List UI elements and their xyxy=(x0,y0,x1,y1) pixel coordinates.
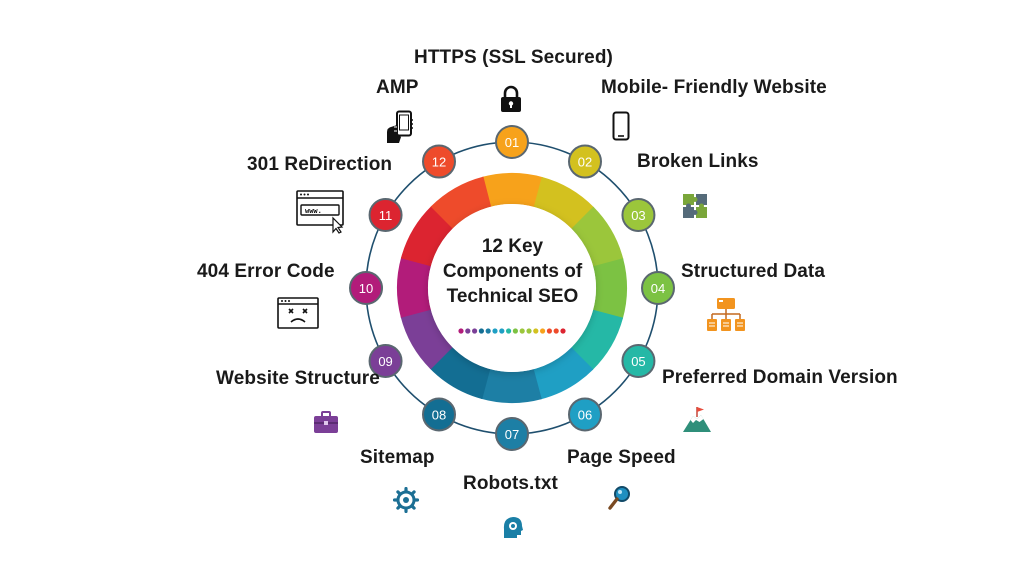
badge-02: 02 xyxy=(568,144,602,179)
badge-09: 09 xyxy=(368,344,403,378)
label-broken-links: Broken Links xyxy=(637,151,759,172)
badge-circle xyxy=(568,397,602,432)
badge-circle xyxy=(568,144,602,179)
badge-04: 04 xyxy=(641,271,675,305)
wheel-segment-12 xyxy=(430,176,492,229)
center-dot xyxy=(478,328,484,334)
center-dot xyxy=(526,328,532,334)
badge-07: 07 xyxy=(495,417,529,451)
badge-circle xyxy=(495,125,529,159)
center-dot xyxy=(512,328,519,334)
label-301-redirection: 301 ReDirection xyxy=(247,154,393,175)
magnifier-icon xyxy=(608,486,630,510)
badge-circle xyxy=(621,198,656,232)
badge-06: 06 xyxy=(568,397,602,432)
wheel-segment-11 xyxy=(400,205,454,267)
wheel-segment-10 xyxy=(397,257,432,318)
label-structured-data: Structured Data xyxy=(681,261,826,282)
badge-number: 02 xyxy=(578,155,592,170)
number-badges: 01 02 03 04 05 06 07 08 09 10 11 12 xyxy=(349,125,675,451)
badge-number: 03 xyxy=(631,208,645,223)
badge-number: 01 xyxy=(505,135,519,150)
mountain-flag-icon xyxy=(683,407,711,432)
error-browser-icon xyxy=(277,297,319,329)
center-dot xyxy=(546,328,553,334)
mobile-phone-icon xyxy=(612,111,630,141)
wheel-segment-03 xyxy=(571,206,624,268)
center-dot xyxy=(533,328,539,334)
center-dot xyxy=(492,328,498,334)
badge-circle xyxy=(621,344,656,378)
badge-circle xyxy=(349,271,383,305)
center-dot-line xyxy=(458,328,566,334)
wheel-segment-09 xyxy=(400,308,453,370)
briefcase-icon xyxy=(314,411,338,433)
badge-number: 07 xyxy=(505,427,519,442)
label-amp: AMP xyxy=(376,77,419,98)
badge-number: 06 xyxy=(578,407,592,422)
label-page-speed: Page Speed xyxy=(567,447,676,468)
label-mobile-friendly: Mobile- Friendly Website xyxy=(601,77,827,98)
badge-number: 12 xyxy=(432,155,446,170)
wheel-segment-05 xyxy=(570,309,624,371)
center-dot xyxy=(458,328,464,334)
title-line-3: Technical SEO xyxy=(446,286,579,307)
wheel-segment-01 xyxy=(482,173,543,208)
center-dot xyxy=(485,328,491,334)
badge-number: 11 xyxy=(379,208,393,223)
wheel-segment-08 xyxy=(429,346,491,400)
center-dot xyxy=(465,328,471,334)
wheel-segment-02 xyxy=(533,176,595,230)
badge-11: 11 xyxy=(368,198,403,232)
badge-08: 08 xyxy=(422,397,456,432)
badge-circle xyxy=(368,198,403,232)
center-dot xyxy=(553,328,559,334)
label-website-structure: Website Structure xyxy=(216,368,380,389)
label-sitemap: Sitemap xyxy=(360,447,435,468)
center-dot xyxy=(506,328,512,334)
wheel-segment-06 xyxy=(532,347,594,400)
badge-circle xyxy=(422,144,456,179)
label-robots: Robots.txt xyxy=(463,473,558,494)
badge-circle xyxy=(368,344,403,378)
label-404-error: 404 Error Code xyxy=(197,261,335,282)
center-dot xyxy=(560,328,566,334)
center-dot xyxy=(519,328,525,334)
sitemap-hierarchy-icon xyxy=(707,298,745,331)
center-dot xyxy=(499,328,505,334)
lock-icon xyxy=(501,85,521,112)
badge-05: 05 xyxy=(621,344,656,378)
badge-10: 10 xyxy=(349,271,383,305)
wheel-segment-04 xyxy=(592,258,627,319)
title-line-2: Components of xyxy=(442,261,583,282)
badge-12: 12 xyxy=(422,144,456,179)
redirect-url-text: www. xyxy=(305,207,322,215)
center-dot xyxy=(540,328,546,334)
badge-number: 09 xyxy=(378,354,392,369)
label-https: HTTPS (SSL Secured) xyxy=(414,47,613,68)
gear-icon xyxy=(393,487,419,513)
badge-circle xyxy=(422,397,456,432)
hand-phone-icon xyxy=(387,110,413,143)
badge-01: 01 xyxy=(495,125,529,159)
redirect-browser-icon: www. xyxy=(296,190,344,234)
robot-head-icon xyxy=(503,517,523,538)
badge-circle xyxy=(641,271,675,305)
badge-03: 03 xyxy=(621,198,656,232)
label-preferred-domain: Preferred Domain Version xyxy=(662,367,898,388)
title-line-1: 12 Key xyxy=(481,236,544,257)
wheel-segment-07 xyxy=(481,368,542,403)
diagram-title: 12 Key Components of Technical SEO xyxy=(425,234,600,309)
color-wheel xyxy=(397,173,627,403)
badge-number: 08 xyxy=(432,407,446,422)
badge-circle xyxy=(495,417,529,451)
badge-number: 10 xyxy=(359,281,373,296)
badge-number: 04 xyxy=(651,281,665,296)
puzzle-icon xyxy=(683,194,707,218)
center-dot xyxy=(472,328,478,334)
badge-number: 05 xyxy=(631,354,645,369)
